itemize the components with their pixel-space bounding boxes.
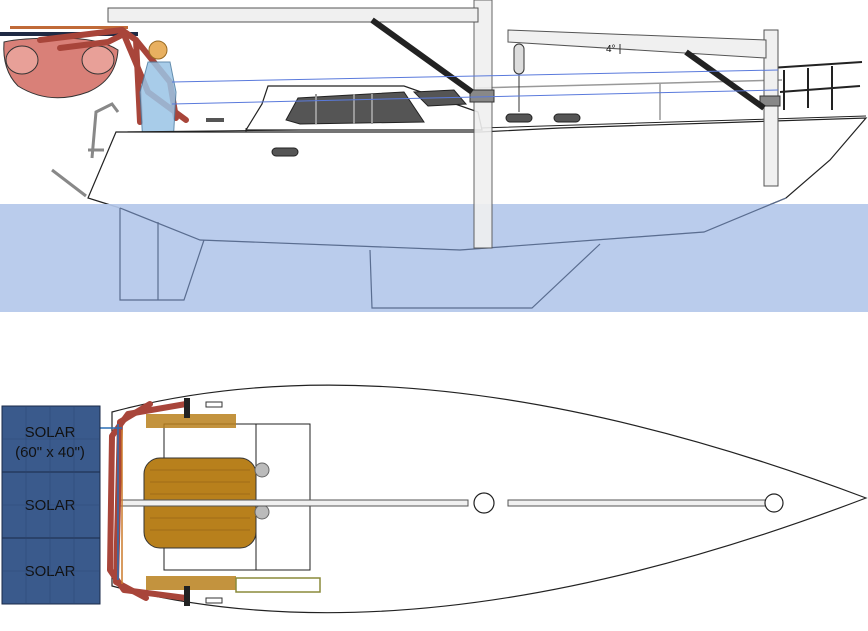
solar-array: SOLAR (60" x 40") SOLAR SOLAR bbox=[1, 405, 101, 605]
main-mast-partner bbox=[469, 89, 495, 103]
profile-view: 4° bbox=[0, 0, 868, 312]
mizzen-boom-vang bbox=[684, 49, 766, 111]
sight-lines bbox=[171, 69, 779, 105]
rudder bbox=[119, 208, 205, 301]
plan-deck-box bbox=[235, 577, 321, 593]
plan-view: SOLAR (60" x 40") SOLAR SOLAR bbox=[1, 384, 868, 614]
mizzen-sheet-block bbox=[513, 43, 525, 112]
mizzen-boom bbox=[507, 29, 767, 59]
main-mast bbox=[473, 0, 493, 249]
keel bbox=[369, 243, 601, 309]
bow-pulpit bbox=[769, 61, 863, 110]
angle-label: 4° bbox=[606, 44, 616, 55]
water bbox=[0, 204, 868, 312]
portholes bbox=[271, 113, 581, 157]
plan-winch-stbd bbox=[254, 504, 270, 520]
solar-grid bbox=[2, 406, 100, 604]
deck-hatch bbox=[206, 118, 224, 122]
plan-cables bbox=[100, 424, 123, 584]
plan-mizzen-boom bbox=[507, 499, 771, 507]
plan-main-boom bbox=[117, 499, 469, 507]
main-boom-vang bbox=[370, 17, 474, 95]
plan-fairleads bbox=[205, 401, 223, 604]
plan-arch-feet bbox=[184, 398, 190, 606]
plan-side-deck-port bbox=[146, 414, 236, 428]
plan-side-deck-stbd bbox=[146, 576, 236, 590]
underwater-hull bbox=[119, 197, 787, 251]
plan-main-mast bbox=[473, 492, 495, 514]
main-boom bbox=[107, 7, 479, 23]
stern-rail bbox=[51, 102, 120, 198]
plan-mizzen-mast bbox=[764, 493, 784, 513]
mizzen-mast-partner bbox=[759, 95, 781, 107]
plan-winch-port bbox=[254, 462, 270, 478]
